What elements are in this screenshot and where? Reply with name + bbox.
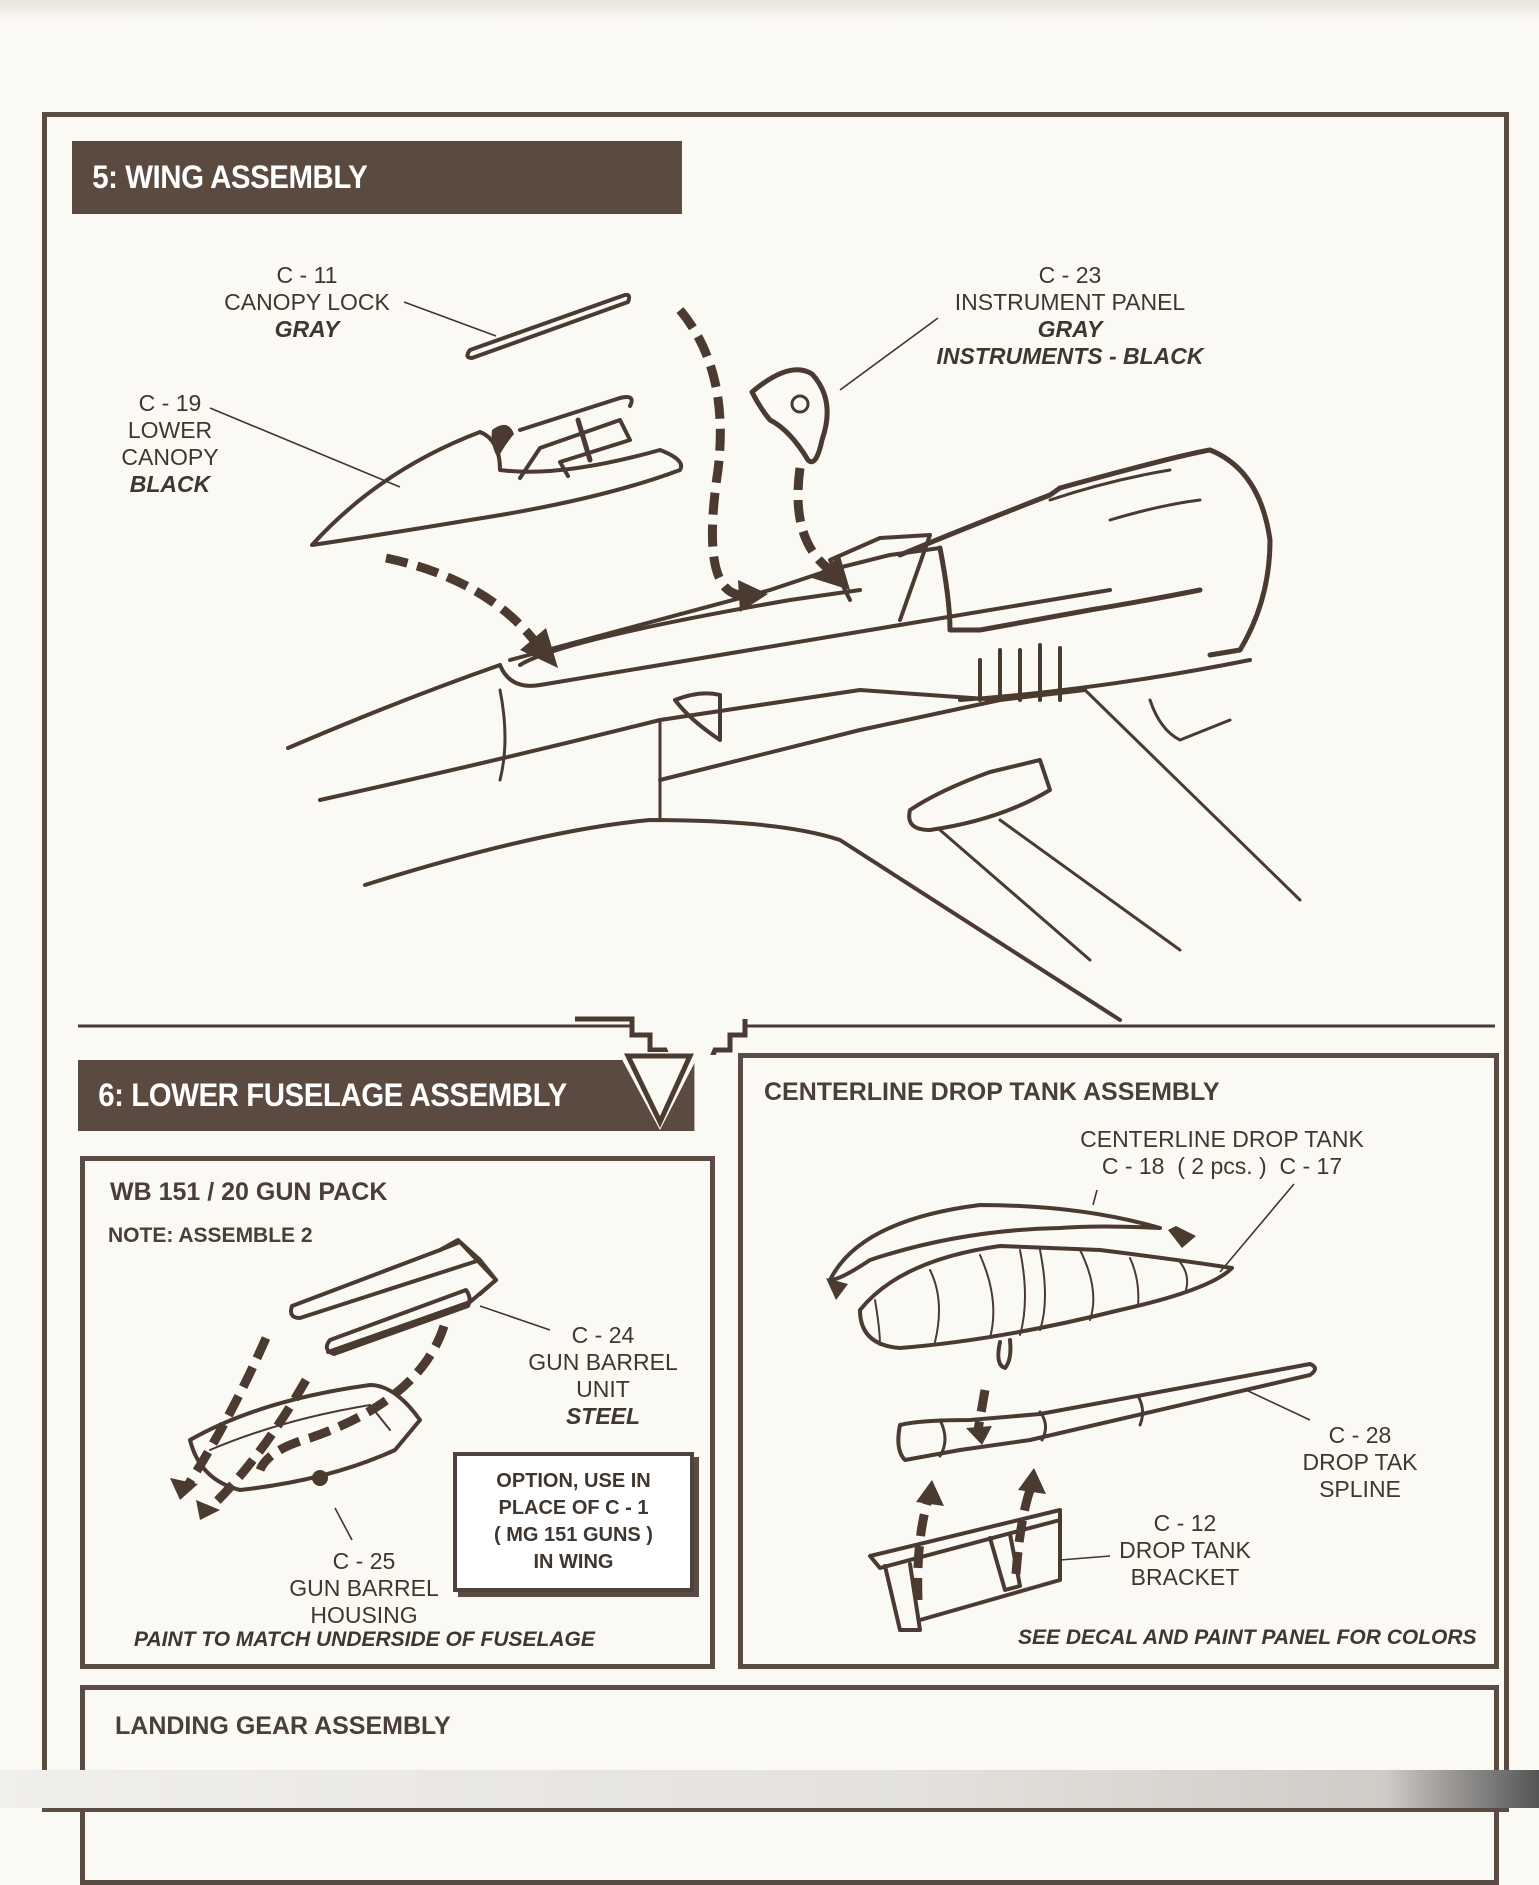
label-lower-canopy: C - 19 LOWER CANOPY BLACK xyxy=(110,390,230,498)
drop-tank-spline-part xyxy=(896,1362,1317,1462)
lower-canopy-part xyxy=(310,395,683,547)
label-instrument-panel: C - 23 INSTRUMENT PANEL GRAY INSTRUMENTS… xyxy=(935,262,1205,370)
part-name: UNIT xyxy=(576,1376,630,1402)
drop-tank-bracket-part xyxy=(868,1508,1062,1632)
paper-edge-bottom xyxy=(0,1770,1539,1808)
leader-spline xyxy=(1245,1389,1311,1421)
leader-bracket xyxy=(1059,1555,1111,1561)
leader-instrument-panel xyxy=(839,317,939,391)
paper-edge-top xyxy=(0,0,1539,20)
part-name: SPLINE xyxy=(1319,1476,1401,1502)
label-centerline-drop-tank: CENTERLINE DROP TANK C - 18 ( 2 pcs. ) C… xyxy=(1052,1126,1392,1180)
leader-lower-canopy xyxy=(209,407,401,488)
gun-pack-panel xyxy=(80,1156,715,1669)
paint-color: GRAY xyxy=(1037,316,1103,342)
gun-pack-paint-note: PAINT TO MATCH UNDERSIDE OF FUSELAGE xyxy=(134,1628,595,1651)
wing-assembly-diagram xyxy=(209,292,1302,1022)
drop-tank-title: CENTERLINE DROP TANK ASSEMBLY xyxy=(764,1078,1220,1106)
landing-gear-title: LANDING GEAR ASSEMBLY xyxy=(115,1712,451,1740)
step5-header: 5: WING ASSEMBLY xyxy=(72,141,682,214)
gun-pack-note: NOTE: ASSEMBLE 2 xyxy=(108,1224,313,1247)
label-canopy-lock: C - 11 CANOPY LOCK GRAY xyxy=(212,262,402,343)
label-gun-barrel-housing: C - 25 GUN BARREL HOUSING xyxy=(274,1548,454,1629)
drop-tank-part xyxy=(828,1203,1234,1370)
label-drop-tank-spline: C - 28 DROP TAK SPLINE xyxy=(1280,1422,1440,1503)
part-id: C - 23 xyxy=(1038,262,1102,288)
gun-barrel-unit-part xyxy=(289,1238,498,1356)
part-name: HOUSING xyxy=(310,1602,418,1628)
part-name: BRACKET xyxy=(1130,1564,1240,1590)
part-id: C - 11 xyxy=(276,262,338,288)
part-id: C - 12 xyxy=(1153,1510,1217,1536)
step6-title: 6: LOWER FUSELAGE ASSEMBLY xyxy=(98,1077,567,1113)
part-ids: C - 18 ( 2 pcs. ) C - 17 xyxy=(1101,1153,1343,1179)
arrow-canopy-lock xyxy=(676,307,742,600)
step5-title: 5: WING ASSEMBLY xyxy=(92,159,368,195)
option-line: IN WING xyxy=(533,1551,614,1573)
leader-gun-barrel-housing xyxy=(334,1507,353,1541)
part-name: GUN BARREL xyxy=(528,1349,678,1375)
part-id: C - 24 xyxy=(571,1322,635,1348)
arrow-instrument-panel xyxy=(793,467,833,574)
option-note-box: OPTION, USE IN PLACE OF C - 1 ( MG 151 G… xyxy=(453,1452,694,1592)
step6-header-arrow xyxy=(624,1053,694,1128)
canopy-lock-part xyxy=(465,292,632,360)
arrow-canopy xyxy=(385,553,544,651)
leader-gun-barrel-unit xyxy=(479,1305,551,1331)
leader-canopy-lock xyxy=(403,301,497,337)
paint-color-2: INSTRUMENTS - BLACK xyxy=(936,343,1204,369)
gun-pack-diagram xyxy=(170,1238,551,1541)
part-name: LOWER xyxy=(127,417,213,443)
drop-tank-panel xyxy=(738,1053,1499,1669)
part-name: INSTRUMENT PANEL xyxy=(954,289,1186,315)
part-id: C - 25 xyxy=(332,1548,396,1574)
part-id: C - 19 xyxy=(138,390,202,416)
part-name: CANOPY xyxy=(121,444,219,470)
gun-pack-title: WB 151 / 20 GUN PACK xyxy=(110,1178,388,1206)
label-gun-barrel-unit: C - 24 GUN BARREL UNIT STEEL xyxy=(518,1322,688,1430)
fuselage-body xyxy=(286,447,1302,1022)
part-name: GUN BARREL xyxy=(289,1575,439,1601)
paint-color: BLACK xyxy=(129,471,211,497)
drop-tank-colors-note: SEE DECAL AND PAINT PANEL FOR COLORS xyxy=(1018,1626,1477,1649)
option-line: PLACE OF C - 1 xyxy=(498,1497,649,1519)
paint-color: STEEL xyxy=(565,1403,641,1429)
part-name: CENTERLINE DROP TANK xyxy=(1080,1126,1364,1152)
part-name: CANOPY LOCK xyxy=(224,289,390,315)
paint-color: GRAY xyxy=(274,316,340,342)
instrument-panel-part xyxy=(749,367,830,465)
part-name: DROP TANK xyxy=(1119,1537,1251,1563)
label-drop-tank-bracket: C - 12 DROP TANK BRACKET xyxy=(1100,1510,1270,1591)
part-id: C - 28 xyxy=(1328,1422,1392,1448)
part-name: DROP TAK xyxy=(1302,1449,1418,1475)
option-line: OPTION, USE IN xyxy=(496,1470,651,1492)
step6-header: 6: LOWER FUSELAGE ASSEMBLY xyxy=(78,1060,695,1131)
drop-tank-diagram xyxy=(826,1183,1317,1632)
option-line: ( MG 151 GUNS ) xyxy=(494,1524,653,1546)
